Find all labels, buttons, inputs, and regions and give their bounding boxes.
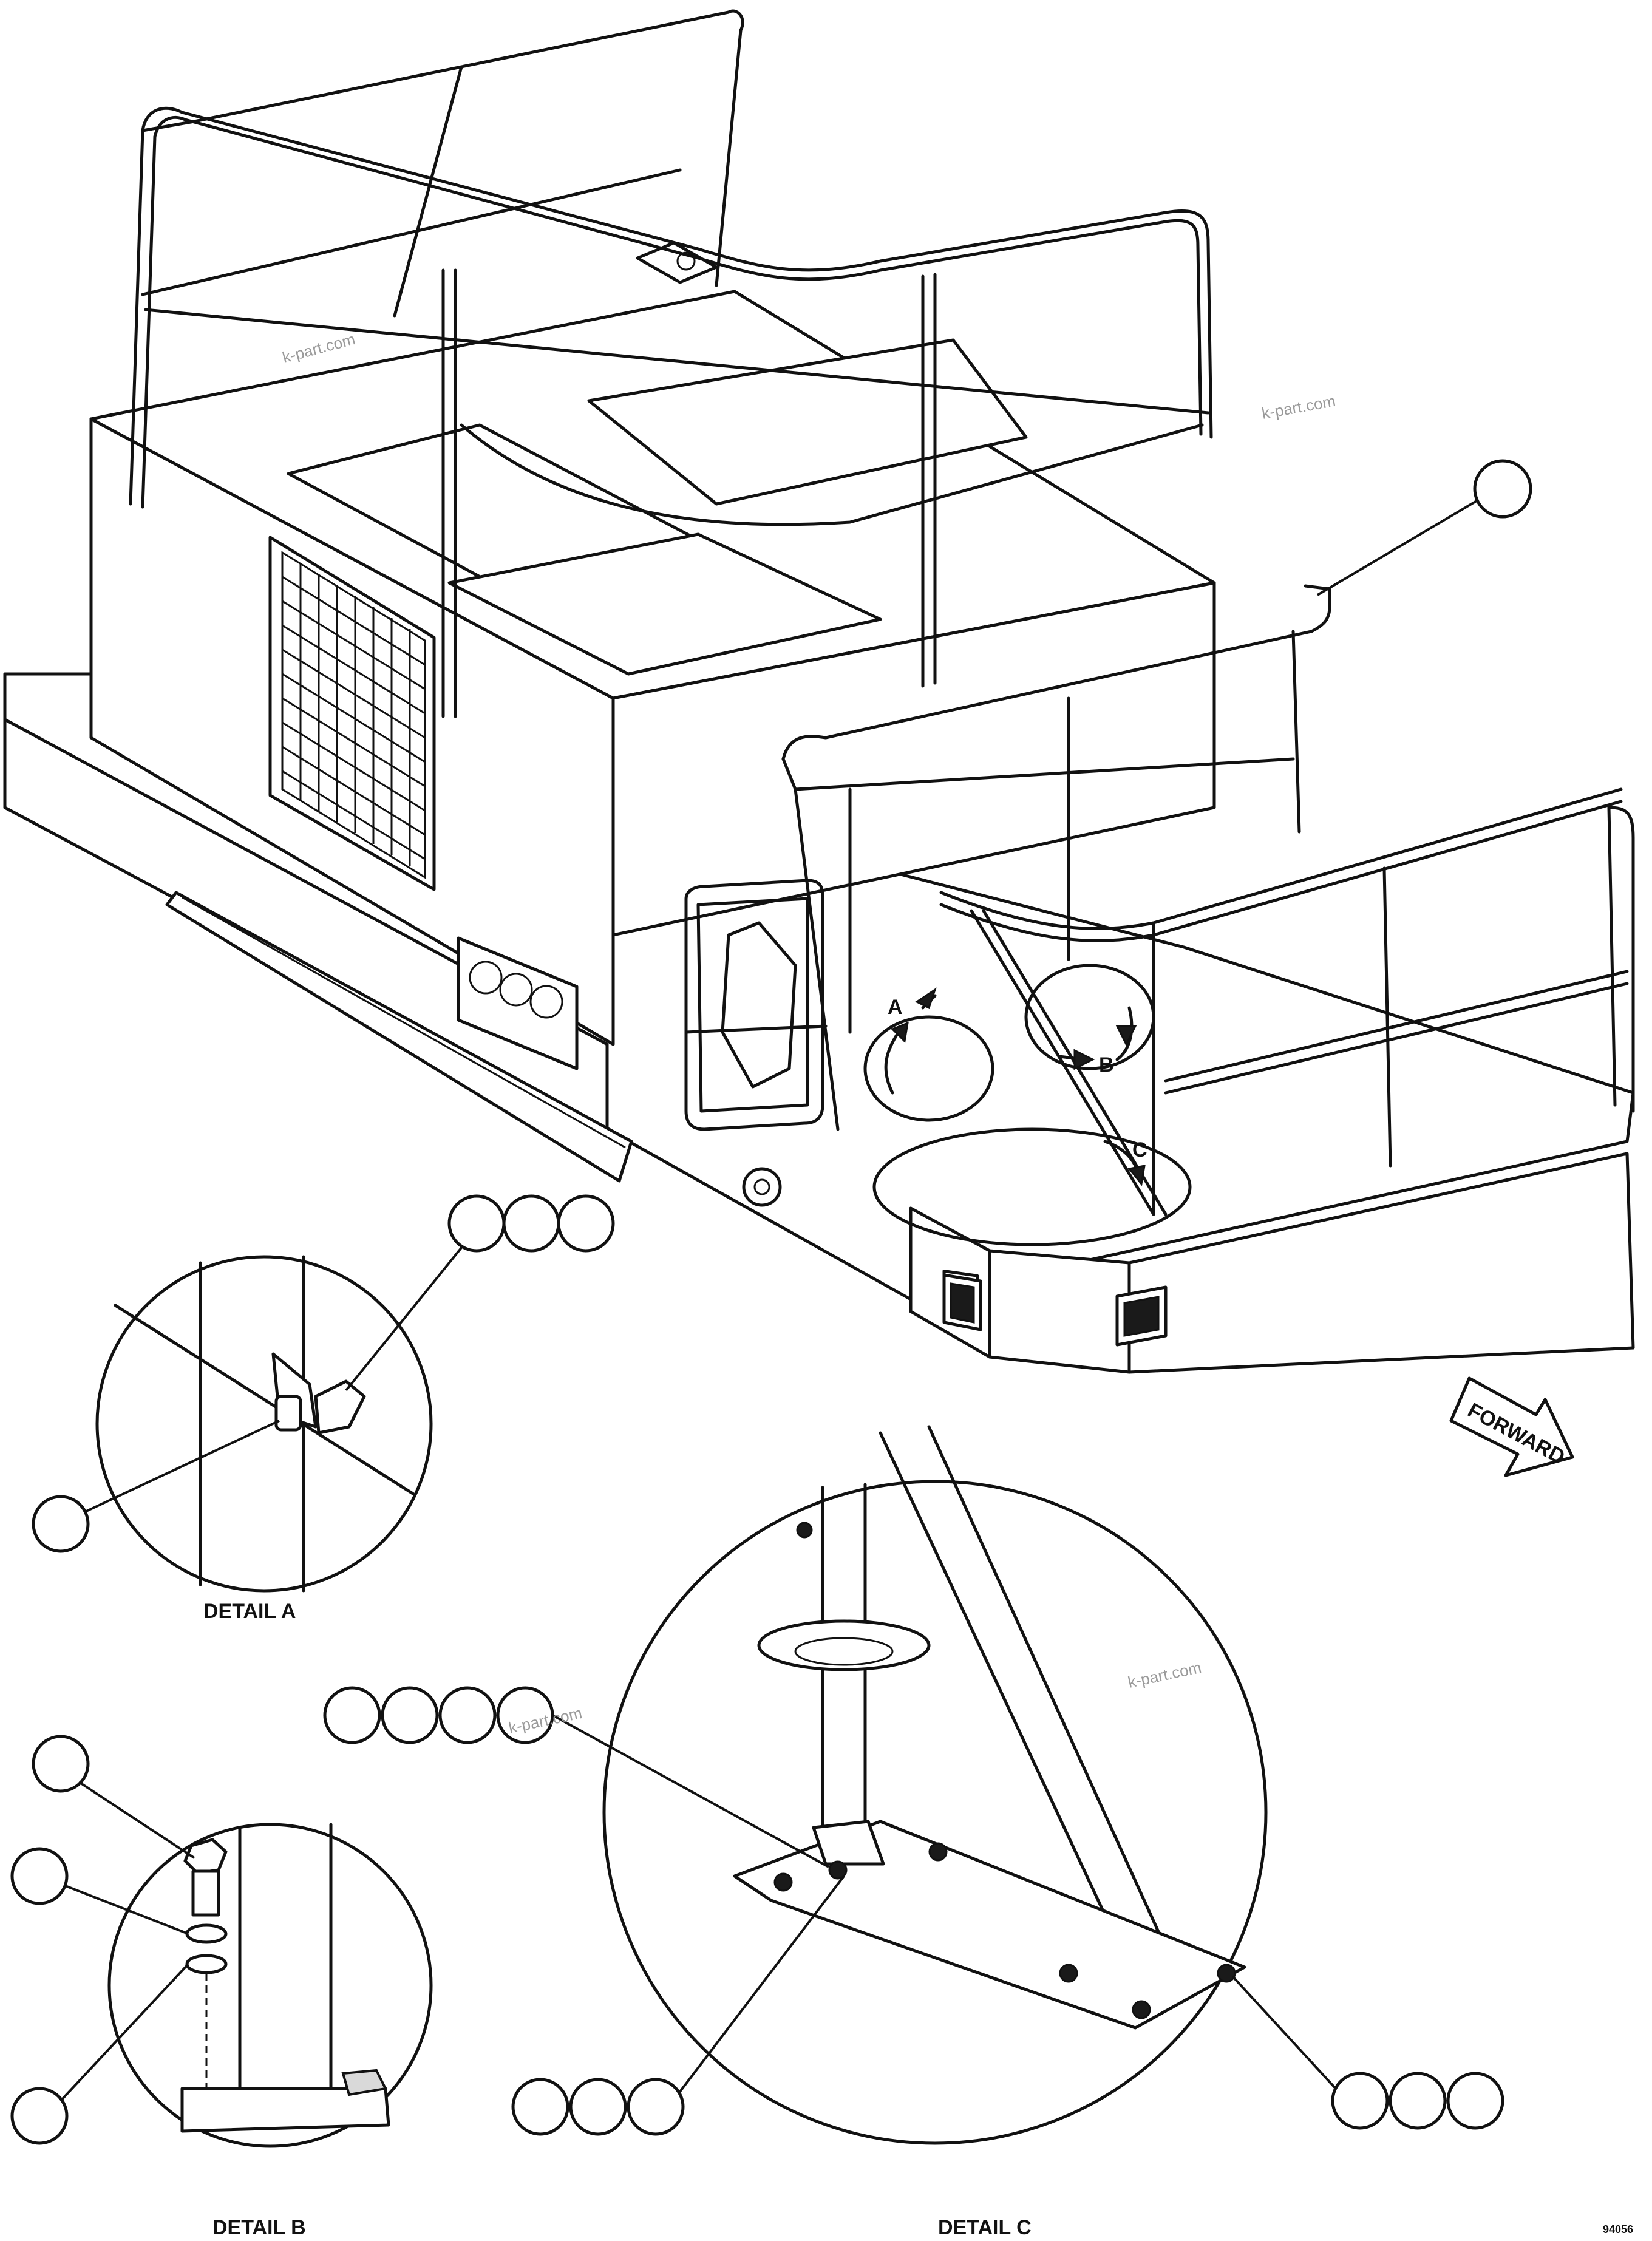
- watermark-2: k-part.com: [1260, 392, 1337, 423]
- watermark-1: k-part.com: [280, 330, 357, 367]
- detail-b-label: DETAIL B: [212, 2216, 306, 2239]
- detail-a-ring: [863, 1015, 994, 1122]
- detail-b-ring: [1024, 964, 1155, 1070]
- platform-assembly: A B C k-part.com k-part.com: [3, 9, 1635, 1374]
- rear-guard-rail: [129, 9, 1213, 718]
- mirror-assembly: [684, 879, 828, 1207]
- detail-c: k-part.com k-part.com DETAIL C: [323, 1425, 1504, 2239]
- sheet-number: 94056: [1603, 2223, 1633, 2236]
- detail-c-ring: [872, 1127, 1192, 1246]
- front-guard-rail: [781, 584, 1635, 1216]
- grille-pattern: [281, 551, 426, 879]
- view-letter-b: B: [1099, 1053, 1114, 1076]
- detail-a: DETAIL A: [32, 1194, 615, 1623]
- detail-c-label: DETAIL C: [938, 2216, 1032, 2239]
- callout-bubble-main: [1473, 459, 1532, 519]
- view-letter-c: C: [1132, 1138, 1147, 1161]
- forward-arrow: FORWARD: [1449, 1376, 1574, 1477]
- detail-b: DETAIL B: [10, 1735, 433, 2239]
- view-letter-a: A: [888, 996, 903, 1019]
- detail-a-label: DETAIL A: [203, 1600, 296, 1623]
